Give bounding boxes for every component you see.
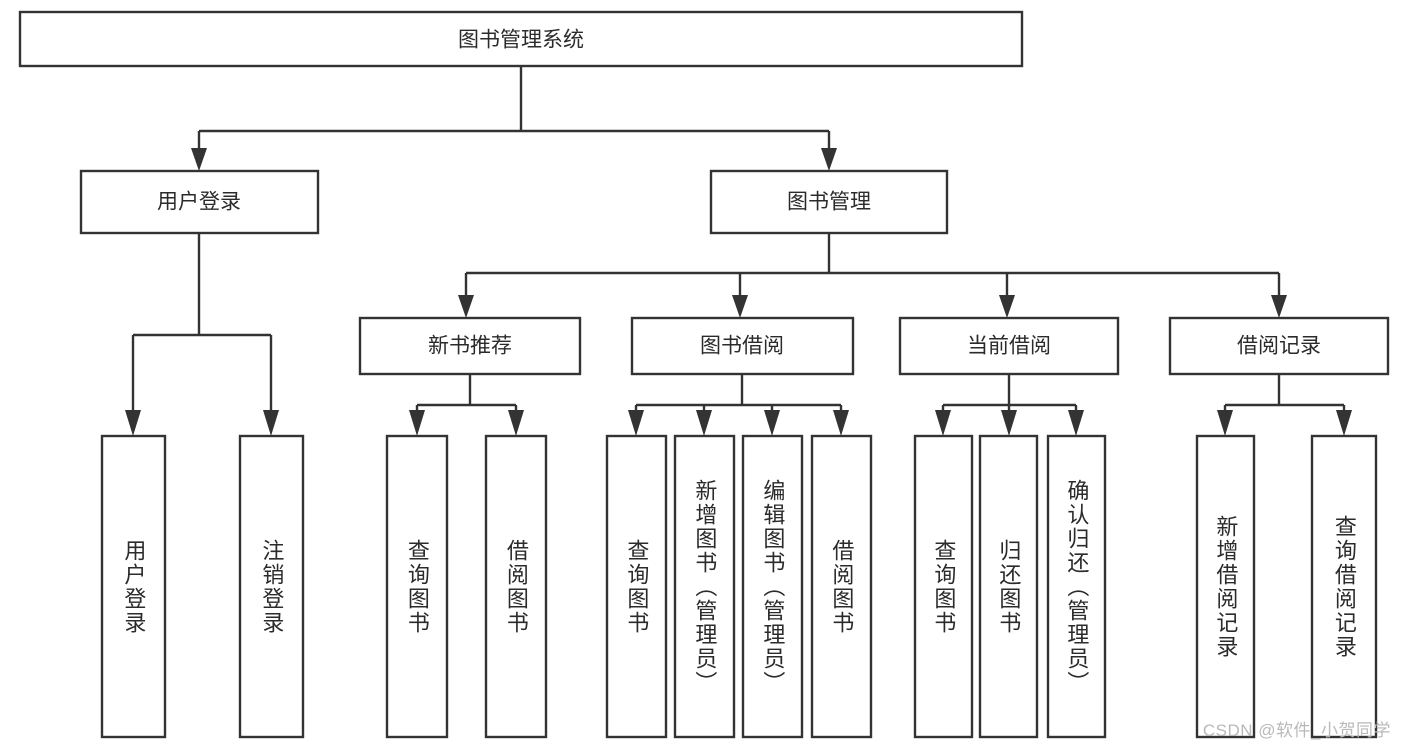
arrow-head-leaf-return-book — [1001, 410, 1017, 436]
arrow-head-leaf-borrow-book-2 — [833, 410, 849, 436]
node-box-book-borrow[interactable] — [630, 316, 855, 376]
arrow-head-leaf-add-book-admin — [696, 410, 712, 436]
node-box-book-manage[interactable] — [709, 169, 949, 235]
arrow-head-current-borrow — [999, 295, 1015, 318]
node-box-leaf-user-login[interactable] — [100, 434, 167, 739]
node-box-leaf-borrow-book-2[interactable] — [810, 434, 873, 739]
arrow-head-leaf-confirm-return-admin — [1068, 410, 1084, 436]
arrow-head-leaf-query-borrow-record — [1336, 410, 1352, 436]
node-label-new-book-recommend: 新书推荐 — [428, 335, 512, 358]
node-box-leaf-query-book-3[interactable] — [913, 434, 974, 739]
node-box-borrow-record[interactable] — [1168, 316, 1390, 376]
arrow-head-leaf-borrow-book-1 — [508, 410, 524, 436]
node-box-user-login[interactable] — [79, 169, 320, 235]
node-label-current-borrow: 当前借阅 — [967, 335, 1051, 358]
node-box-leaf-edit-book-admin[interactable] — [741, 434, 804, 739]
arrow-head-leaf-user-login — [125, 410, 141, 436]
node-label-book-borrow: 图书借阅 — [700, 335, 784, 358]
node-box-leaf-add-borrow-record[interactable] — [1195, 434, 1256, 739]
arrow-head-book-borrow — [732, 295, 748, 318]
node-box-leaf-query-book-1[interactable] — [385, 434, 449, 739]
node-label-root: 图书管理系统 — [458, 29, 584, 52]
arrow-head-book-manage — [821, 148, 837, 171]
csdn-watermark: CSDN @软件_小贺同学 — [1202, 721, 1391, 740]
arrow-head-user-login — [191, 148, 207, 171]
arrow-head-leaf-query-book-2 — [628, 410, 644, 436]
node-box-current-borrow[interactable] — [898, 316, 1120, 376]
arrow-head-leaf-query-book-3 — [935, 410, 951, 436]
arrow-head-leaf-query-book-1 — [409, 410, 425, 436]
node-label-book-manage: 图书管理 — [787, 191, 871, 214]
node-box-leaf-query-borrow-record[interactable] — [1310, 434, 1378, 739]
node-box-root[interactable] — [18, 10, 1024, 68]
node-layer: 图书管理系统 用户登录 图书管理 新书推荐 图书借阅 当前借阅 借阅记录 — [18, 10, 1390, 739]
node-box-leaf-borrow-book-1[interactable] — [484, 434, 548, 739]
node-box-leaf-confirm-return-admin[interactable] — [1046, 434, 1107, 739]
arrow-head-borrow-record — [1271, 295, 1287, 318]
node-label-borrow-record: 借阅记录 — [1237, 335, 1321, 358]
arrow-head-leaf-user-logout — [263, 410, 279, 436]
arrow-head-leaf-add-borrow-record — [1217, 410, 1233, 436]
node-box-leaf-query-book-2[interactable] — [605, 434, 668, 739]
node-label-user-login: 用户登录 — [157, 191, 241, 214]
node-box-leaf-return-book[interactable] — [978, 434, 1039, 739]
connector-layer — [125, 66, 1352, 436]
node-box-new-book-recommend[interactable] — [358, 316, 582, 376]
arrow-head-leaf-edit-book-admin — [764, 410, 780, 436]
arrow-head-new-book-recommend — [458, 295, 474, 318]
node-box-leaf-add-book-admin[interactable] — [673, 434, 736, 739]
node-box-leaf-user-logout[interactable] — [238, 434, 305, 739]
